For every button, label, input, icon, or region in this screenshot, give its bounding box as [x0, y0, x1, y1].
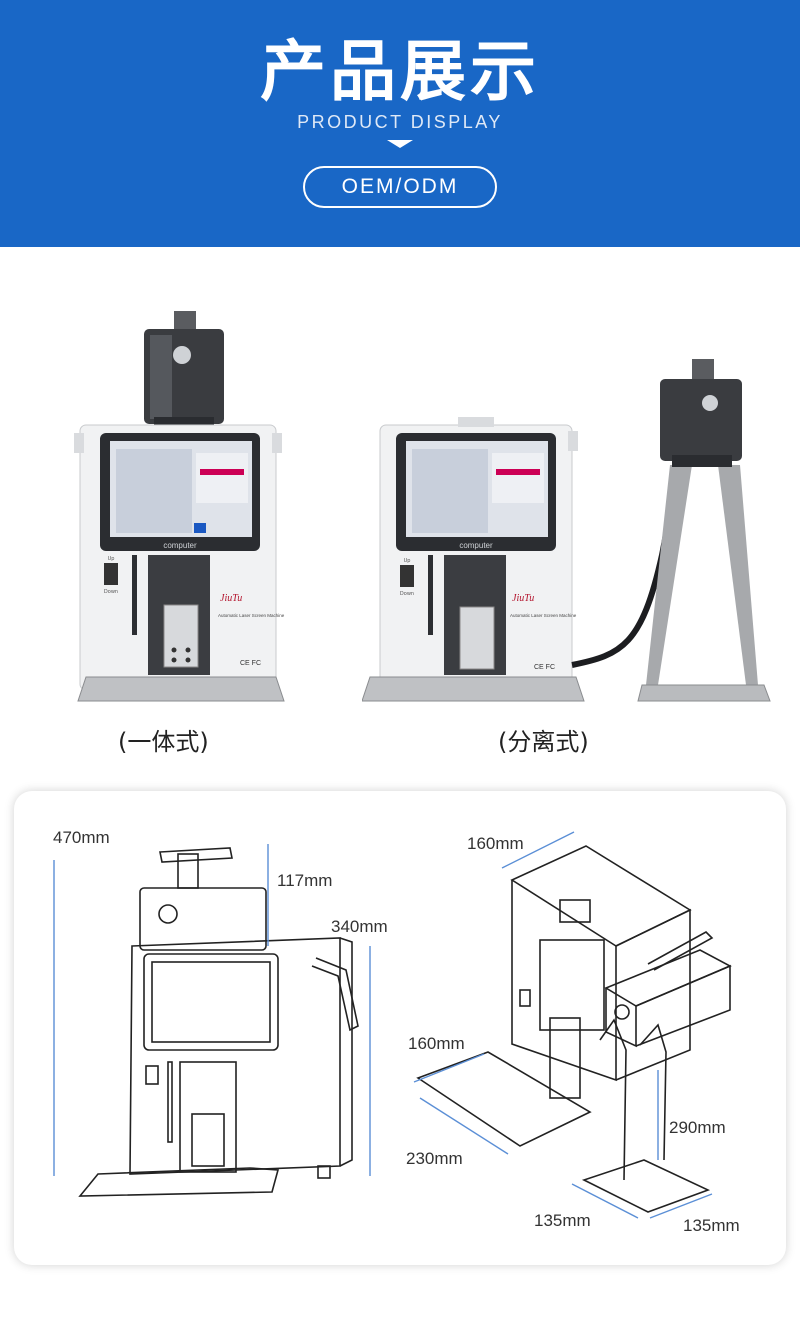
switch-down-label: Down: [400, 591, 414, 597]
dimension-height-470: 470mm: [53, 828, 110, 847]
separated-caption: (分离式): [498, 728, 589, 756]
switch-up-label: Up: [108, 556, 115, 562]
model-text: Automatic Laser Screen Machine: [510, 613, 577, 618]
switch-up-label: Up: [404, 558, 411, 564]
integrated-machine-image: computer Up Down JiuTu Automatic Laser S…: [74, 311, 285, 702]
certification-marks: CE FC: [534, 664, 555, 671]
integrated-caption: (一体式): [118, 728, 209, 756]
separated-dimension-drawing: [413, 831, 732, 1219]
integrated-dimension-drawing: [53, 844, 371, 1197]
banner-title: 产品展示: [260, 33, 540, 110]
screen-label: computer: [163, 541, 197, 550]
separated-machine-image: computer Up Down JiuTu Automatic Laser S…: [362, 359, 771, 702]
brand-logo: JiuTu: [220, 593, 242, 604]
oem-odm-button[interactable]: OEM/ODM: [303, 166, 497, 208]
dimension-spec-card: [14, 791, 786, 1265]
screen-label: computer: [459, 541, 493, 550]
brand-logo: JiuTu: [512, 593, 534, 604]
dimension-body-340: 340mm: [331, 917, 388, 936]
dimension-base-width-160: 160mm: [408, 1034, 465, 1053]
dimension-top-width-160: 160mm: [467, 834, 524, 853]
banner-subtitle: PRODUCT DISPLAY: [297, 112, 503, 132]
certification-marks: CE FC: [240, 660, 261, 667]
product-display-banner: 产品展示 PRODUCT DISPLAY OEM/ODM: [0, 0, 800, 247]
dimension-stand-width-135: 135mm: [534, 1211, 591, 1230]
switch-down-label: Down: [104, 589, 118, 595]
down-arrow-icon: [387, 140, 413, 148]
model-text: Automatic Laser Screen Machine: [218, 613, 285, 618]
dimension-head-117: 117mm: [277, 871, 333, 890]
dimension-stand-height-290: 290mm: [669, 1118, 726, 1137]
dimension-stand-depth-135: 135mm: [683, 1216, 740, 1235]
dimension-base-depth-230: 230mm: [406, 1149, 463, 1168]
